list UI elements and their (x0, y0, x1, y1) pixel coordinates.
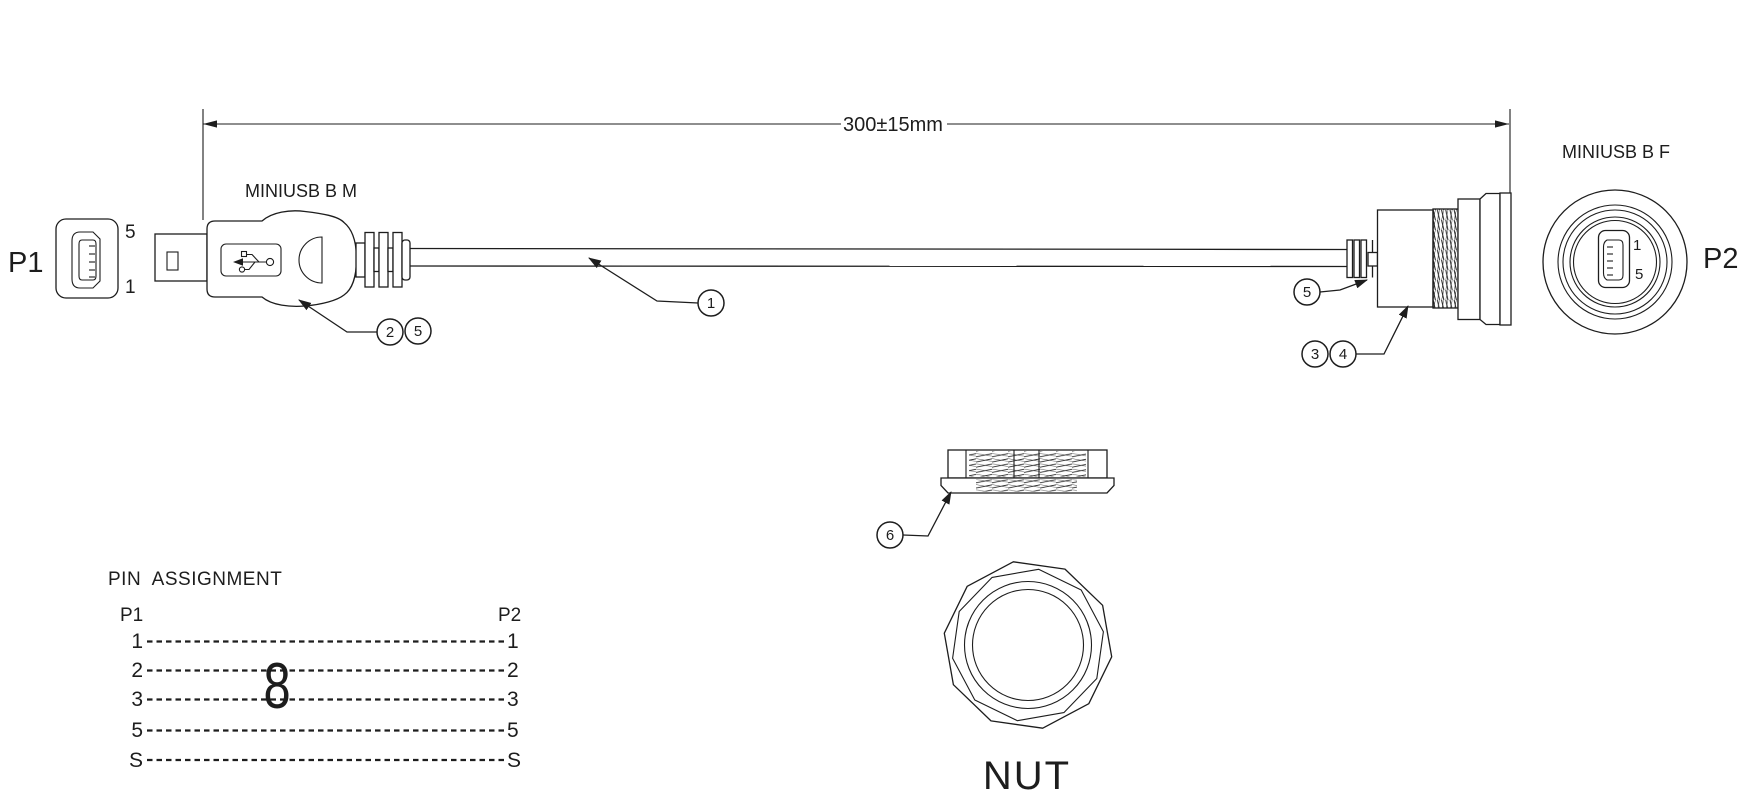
pin-assignment-right-header: P2 (498, 605, 521, 626)
callout-nut-number: 6 (886, 527, 894, 544)
p2-contact-ticks (1607, 246, 1613, 276)
female-flange-cone (1479, 192, 1501, 326)
pin-row-s-left: S (129, 749, 143, 772)
female-panel-face-disc (1499, 192, 1512, 326)
callout-female-body: 3 4 (1301, 305, 1409, 368)
p2-ref-label: P2 (1703, 243, 1738, 275)
p2-ring-4 (1569, 216, 1661, 308)
pin-row-3-left: 3 (131, 688, 143, 711)
nut-front-view: NUT (943, 561, 1113, 798)
male-grip-dimple (298, 236, 323, 284)
nut-flange-threads (976, 479, 1077, 492)
pin-row-2: 2 2 (131, 659, 518, 682)
callout-nut-leader (902, 491, 952, 537)
pin-row-2-left: 2 (131, 659, 143, 682)
pin-row-1: 1 1 (131, 630, 518, 653)
callout-nut: 6 (876, 491, 952, 549)
nut-barrel-threads (969, 451, 1086, 477)
female-hex-section (1457, 198, 1481, 321)
callout-female-body-balloon-3 (1301, 340, 1329, 368)
nut-side-view (940, 449, 1115, 494)
female-threaded-section (1432, 208, 1459, 309)
p2-front-view: MINIUSB B F 1 5 P2 (1542, 142, 1738, 335)
nut-label: NUT (983, 754, 1071, 798)
female-connector-type-label: MINIUSB B F (1562, 142, 1670, 162)
callout-nut-balloon (876, 521, 904, 549)
pin-row-s: S S (129, 749, 521, 772)
p1-ref-label: P1 (8, 247, 43, 279)
nut-inner-polygon (952, 568, 1104, 722)
male-plug-slot (166, 251, 179, 271)
female-body (1376, 209, 1434, 308)
male-strain-relief (355, 231, 411, 288)
callout-female-body-leader (1356, 305, 1409, 355)
pin-row-3-right: 3 (507, 688, 519, 711)
p2-socket-tongue (1602, 239, 1624, 281)
callout-female-body-number-4: 4 (1339, 346, 1347, 363)
nut-thread-circle-outer (963, 580, 1093, 710)
pin-row-5-right: 5 (507, 719, 519, 742)
p1-pin1-label: 1 (125, 277, 136, 298)
pin-row-s-right: S (507, 749, 521, 772)
male-connector-type-label: MINIUSB B M (245, 181, 357, 201)
callout-male-number-5: 5 (414, 323, 422, 340)
callout-male-number-2: 2 (386, 324, 394, 341)
p2-pin1-label: 1 (1633, 237, 1641, 254)
male-connector-side-view: MINIUSB B M (154, 181, 411, 307)
usb-trident-icon (233, 250, 275, 273)
cable-top-edge (409, 247, 1348, 251)
pin-row-5-left: 5 (131, 719, 143, 742)
callout-male-balloon-2 (376, 318, 404, 346)
callout-cable-number: 1 (707, 295, 715, 312)
pin-row-1-left: 1 (131, 630, 143, 653)
cable-bottom-edge (409, 265, 1348, 268)
pin-assignment-table: PIN ASSIGNMENT P1 P2 1 1 2 2 3 3 5 5 S S (108, 569, 521, 772)
p1-contact-ticks (89, 245, 95, 278)
callout-female-body-balloon-4 (1329, 340, 1357, 368)
shield-splice-mark: 8 (263, 650, 290, 722)
callout-female-body-number-3: 3 (1311, 346, 1319, 363)
callout-cable: 1 (588, 257, 725, 317)
dimension-annotation: 300±15mm (202, 109, 1511, 220)
female-connector-side-view (1346, 192, 1512, 326)
callout-cable-leader (588, 257, 699, 304)
usb-logo-plate (220, 243, 282, 277)
callout-female-boot-leader (1319, 279, 1368, 293)
p1-pin5-label: 5 (125, 222, 136, 243)
callout-female-boot-balloon (1293, 278, 1321, 306)
callout-male-connector: 2 5 (298, 299, 432, 346)
nut-thread-circle-inner (971, 588, 1085, 702)
dimension-arrow-right (1495, 120, 1509, 128)
callout-cable-balloon (697, 289, 725, 317)
callout-female-boot: 5 (1293, 278, 1368, 306)
pin-assignment-left-header: P1 (120, 605, 143, 626)
p2-ring-3 (1562, 209, 1668, 315)
dimension-arrow-left (203, 120, 217, 128)
callout-male-balloon-5 (404, 317, 432, 345)
p2-ring-5 (1572, 219, 1658, 305)
dimension-value: 300±15mm (843, 114, 943, 136)
pin-row-3: 3 3 (131, 688, 518, 711)
p2-ring-2 (1557, 204, 1673, 320)
pin-row-5: 5 5 (131, 719, 518, 742)
callout-male-leader (298, 299, 377, 333)
pin-row-2-right: 2 (507, 659, 519, 682)
cable (409, 247, 1348, 268)
callout-female-boot-number: 5 (1303, 284, 1311, 301)
female-strain-relief (1346, 239, 1379, 279)
pin-row-1-right: 1 (507, 630, 519, 653)
male-plug-shell (154, 233, 208, 282)
p1-front-view: P1 5 1 (8, 218, 136, 299)
p2-pin5-label: 5 (1635, 266, 1643, 283)
pin-assignment-title: PIN ASSIGNMENT (108, 569, 282, 590)
